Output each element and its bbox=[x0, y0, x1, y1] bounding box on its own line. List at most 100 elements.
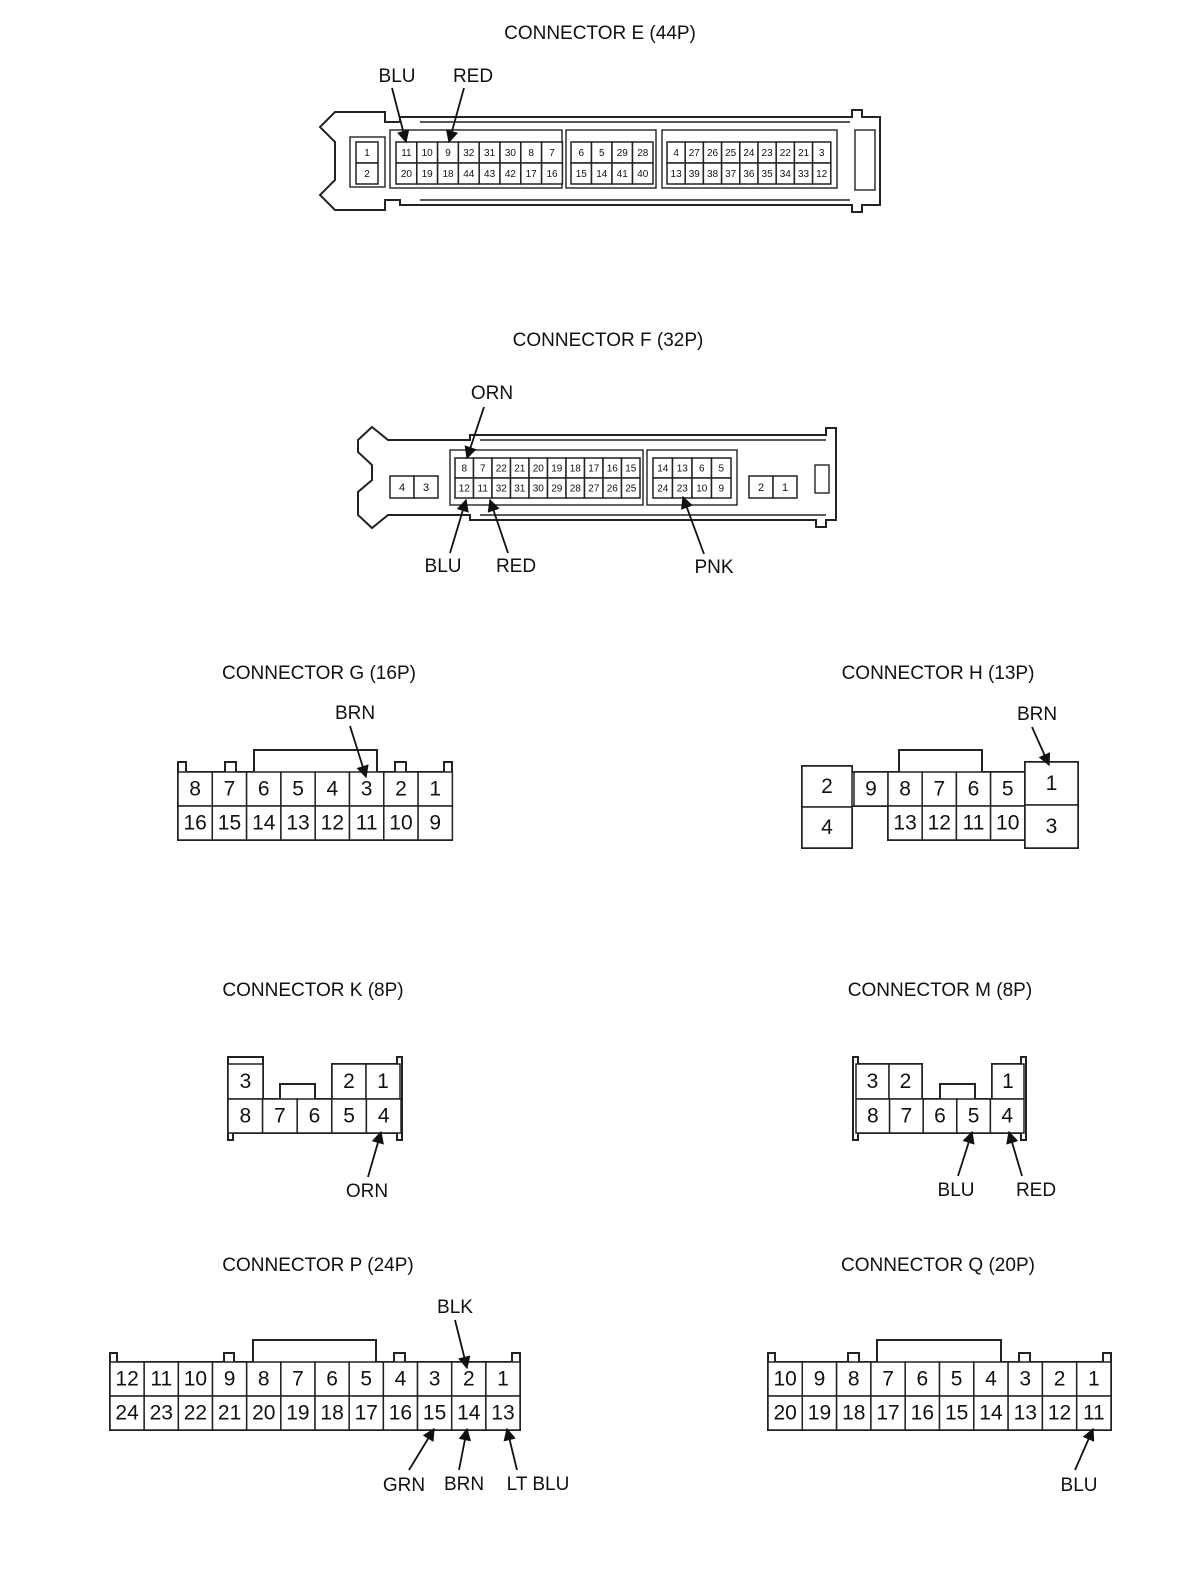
connector-q-pin-13-number: 13 bbox=[1014, 1402, 1037, 1425]
connector-p-pin-1-number: 1 bbox=[497, 1368, 509, 1391]
connector-e-title: CONNECTOR E (44P) bbox=[504, 23, 696, 44]
connector-q-wire-blu: BLU bbox=[1061, 1475, 1098, 1496]
connector-h-pin-2-number: 2 bbox=[821, 775, 833, 798]
connector-f-pin-23-number: 23 bbox=[677, 484, 689, 495]
connector-q-pin-7-number: 7 bbox=[882, 1368, 894, 1391]
connector-f-pin-19-number: 19 bbox=[551, 464, 563, 475]
connector-e-pin-19-number: 19 bbox=[422, 169, 434, 180]
connector-q-pin-18-number: 18 bbox=[842, 1402, 865, 1425]
connector-q-pin-14-number: 14 bbox=[979, 1402, 1003, 1425]
connector-f-pin-2-number: 2 bbox=[758, 482, 764, 494]
connector-p-pin-6-cavity bbox=[314, 1361, 350, 1397]
connector-p-pin-14-number: 14 bbox=[457, 1402, 481, 1425]
connector-g-pin-10-cavity bbox=[383, 805, 419, 841]
connector-q-pin-6-number: 6 bbox=[917, 1368, 929, 1391]
connector-h-pin-11-cavity bbox=[955, 805, 992, 841]
connector-e-pin-37-number: 37 bbox=[725, 169, 737, 180]
connector-p-pin-17-number: 17 bbox=[355, 1402, 378, 1425]
connector-e-wire-blu: BLU bbox=[379, 66, 416, 87]
connector-g-pin-15-number: 15 bbox=[218, 812, 241, 835]
connector-p-pin-2-number: 2 bbox=[463, 1368, 475, 1391]
connector-f-pin-16-number: 16 bbox=[607, 464, 619, 475]
connector-q-pin-14-cavity bbox=[973, 1395, 1009, 1431]
connector-f-pin-25-number: 25 bbox=[625, 484, 637, 495]
connector-p-pin-24-number: 24 bbox=[115, 1402, 139, 1425]
connector-p-wire-grn: GRN bbox=[383, 1475, 425, 1496]
connector-e-pin-8-number: 8 bbox=[528, 148, 534, 159]
connector-p-pin-3-number: 3 bbox=[429, 1368, 441, 1391]
connector-g-pin-7-number: 7 bbox=[224, 778, 236, 801]
connector-e-pin-31-number: 31 bbox=[484, 148, 496, 159]
connector-p-pin-13-number: 13 bbox=[491, 1402, 514, 1425]
connector-p-pin-7-cavity bbox=[280, 1361, 316, 1397]
connector-q-pin-20-cavity bbox=[767, 1395, 804, 1431]
connector-q-pin-15-number: 15 bbox=[945, 1402, 968, 1425]
connector-e-pin-6-number: 6 bbox=[578, 148, 584, 159]
connector-e-pin-13-number: 13 bbox=[671, 169, 683, 180]
connector-e-pin-3-number: 3 bbox=[819, 148, 825, 159]
connector-g-pin-10-number: 10 bbox=[389, 812, 412, 835]
connector-q-pin-11-number: 11 bbox=[1083, 1402, 1105, 1425]
connector-h-pin-7-number: 7 bbox=[933, 778, 945, 801]
connector-f-pin-6-number: 6 bbox=[699, 464, 705, 475]
connector-p-pin-11-cavity bbox=[143, 1361, 180, 1397]
connector-q-pin-9-cavity bbox=[801, 1361, 838, 1397]
connector-q-pin-16-cavity bbox=[904, 1395, 941, 1431]
connector-f-wire-red: RED bbox=[496, 556, 536, 577]
connector-h-pin-8-cavity bbox=[887, 771, 923, 807]
connector-f-pin-28-number: 28 bbox=[570, 484, 582, 495]
connector-p-pin-18-number: 18 bbox=[320, 1402, 343, 1425]
connector-m-pin-7-number: 7 bbox=[901, 1105, 913, 1128]
connector-e-pin-43-number: 43 bbox=[484, 169, 496, 180]
connector-q-pin-4-cavity bbox=[973, 1361, 1009, 1397]
connector-f-pin-9-cavity bbox=[710, 477, 732, 499]
connector-m-pin-5-cavity bbox=[956, 1098, 992, 1134]
connector-p-pin-23-cavity bbox=[143, 1395, 180, 1431]
connector-f-pin-8-number: 8 bbox=[461, 464, 467, 475]
connector-e-pin-1-number: 1 bbox=[364, 148, 370, 159]
connector-e-pin-39-number: 39 bbox=[689, 169, 701, 180]
connector-f-pin-25-cavity bbox=[620, 477, 641, 499]
connector-f-wire-pnk: PNK bbox=[694, 557, 733, 578]
connector-q-pin-10-number: 10 bbox=[773, 1368, 796, 1391]
connector-m-pin-4-cavity bbox=[989, 1098, 1025, 1134]
connector-f-pin-5-number: 5 bbox=[718, 464, 724, 475]
connector-e-pin-28-number: 28 bbox=[637, 148, 649, 159]
connector-e-pin-17-number: 17 bbox=[526, 169, 538, 180]
connector-m-pin-5-number: 5 bbox=[968, 1105, 980, 1128]
connector-k-pin-6-number: 6 bbox=[309, 1105, 321, 1128]
connector-p-pin-13-cavity bbox=[485, 1395, 521, 1431]
connector-h-pin-9-cavity bbox=[853, 771, 889, 807]
connector-g-pin-8-number: 8 bbox=[189, 778, 201, 801]
connector-p-pin-17-cavity bbox=[348, 1395, 385, 1431]
connector-e-pin-11-number: 11 bbox=[401, 148, 412, 159]
connector-p-pin-6-number: 6 bbox=[326, 1368, 338, 1391]
connector-m-pin-6-number: 6 bbox=[934, 1105, 946, 1128]
connector-q-pin-6-cavity bbox=[904, 1361, 941, 1397]
connector-p-pin-4-number: 4 bbox=[395, 1368, 407, 1391]
connector-p-pin-9-cavity bbox=[211, 1361, 248, 1397]
connector-g-pin-6-number: 6 bbox=[258, 778, 270, 801]
connector-q-pin-12-number: 12 bbox=[1048, 1402, 1071, 1425]
connector-q-pin-17-cavity bbox=[870, 1395, 906, 1431]
connector-q-pin-2-number: 2 bbox=[1054, 1368, 1066, 1391]
connector-q-pin-1-number: 1 bbox=[1088, 1368, 1100, 1391]
connector-e-pin-27-number: 27 bbox=[689, 148, 701, 159]
connector-f-pin-14-number: 14 bbox=[657, 464, 669, 475]
connector-k-pin-8-number: 8 bbox=[239, 1105, 251, 1128]
connector-f-pin-17-number: 17 bbox=[588, 464, 600, 475]
connector-g-title: CONNECTOR G (16P) bbox=[222, 663, 416, 684]
connector-k-pin-1-cavity bbox=[365, 1063, 401, 1100]
connector-h-pin-8-number: 8 bbox=[899, 778, 911, 801]
connector-k-pin-6-cavity bbox=[296, 1098, 333, 1134]
connector-g-pin-14-cavity bbox=[245, 805, 282, 841]
connector-p-pin-10-cavity bbox=[177, 1361, 214, 1397]
connector-f-pin-12-number: 12 bbox=[459, 484, 471, 495]
connector-e-pin-24-number: 24 bbox=[743, 148, 755, 159]
connector-f-title: CONNECTOR F (32P) bbox=[513, 330, 704, 351]
